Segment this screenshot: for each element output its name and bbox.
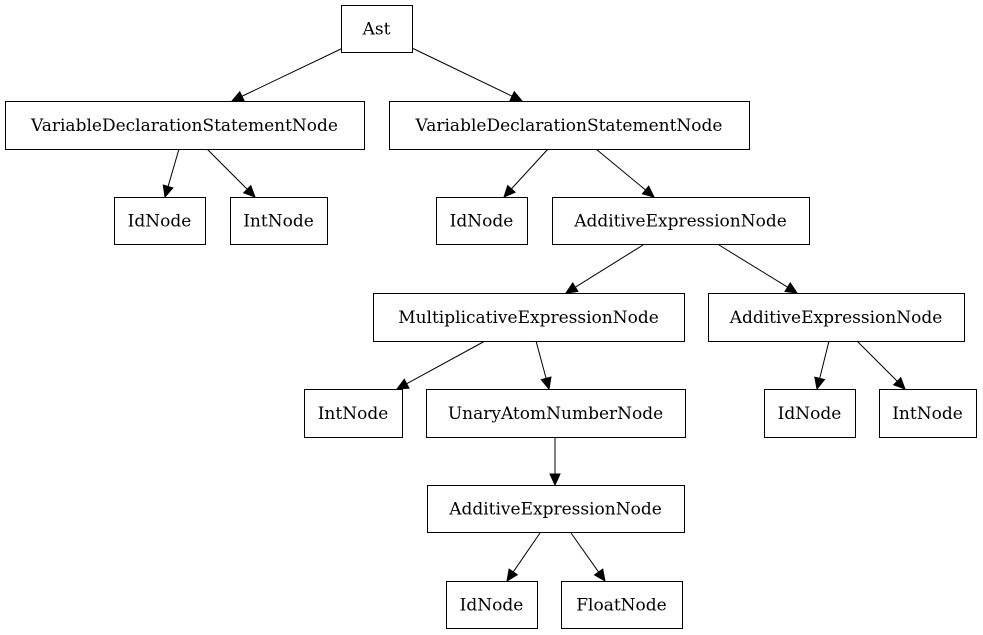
edge-line: [595, 148, 646, 191]
edge-line: [206, 148, 248, 190]
node-label: VariableDeclarationStatementNode: [30, 116, 338, 136]
node-box: [879, 389, 977, 438]
edge-line: [167, 148, 180, 187]
node-multiplicative-expression-node: MultiplicativeExpressionNode: [373, 293, 685, 342]
arrowhead-icon: [564, 282, 579, 294]
arrowhead-icon: [892, 376, 906, 390]
edge-line: [535, 340, 547, 379]
arrowhead-icon: [641, 185, 655, 198]
arrowhead-icon: [230, 90, 245, 102]
node-box: [552, 197, 810, 245]
edge-n2-n6: [595, 148, 655, 198]
arrowhead-icon: [395, 378, 410, 390]
node-int-node: IntNode: [879, 389, 977, 438]
arrowhead-icon: [509, 90, 524, 102]
node-ast: Ast: [341, 5, 413, 53]
arrowhead-icon: [814, 376, 826, 391]
edge-line: [570, 532, 600, 573]
node-label: MultiplicativeExpressionNode: [398, 308, 659, 328]
arrowhead-icon: [242, 184, 256, 198]
node-box: [708, 293, 965, 342]
node-box: [436, 197, 528, 245]
edge-n2-n5: [503, 148, 549, 198]
node-int-node: IntNode: [304, 389, 403, 438]
edge-line: [406, 340, 486, 385]
node-label: AdditiveExpressionNode: [729, 308, 943, 328]
edge-n7-n10: [535, 340, 552, 391]
node-box: [426, 389, 686, 438]
node-unary-atom-number-node: UnaryAtomNumberNode: [426, 389, 686, 438]
node-additive-expression-node: AdditiveExpressionNode: [708, 293, 965, 342]
node-label: AdditiveExpressionNode: [573, 212, 787, 232]
node-label: IntNode: [892, 404, 963, 424]
node-additive-expression-node: AdditiveExpressionNode: [427, 485, 685, 533]
edge-n0-n2: [411, 47, 524, 102]
node-label: FloatNode: [576, 596, 667, 616]
node-label: IntNode: [318, 404, 389, 424]
edge-n6-n7: [564, 244, 644, 294]
edge-line: [411, 47, 513, 97]
node-variable-declaration-statement-node: VariableDeclarationStatementNode: [5, 101, 365, 150]
node-box: [341, 5, 413, 53]
node-box: [5, 101, 365, 150]
node-label: VariableDeclarationStatementNode: [415, 116, 723, 136]
node-box: [114, 197, 206, 245]
node-label: IntNode: [243, 212, 314, 232]
edge-line: [512, 532, 541, 573]
node-box: [764, 389, 856, 438]
node-label: IdNode: [460, 596, 524, 616]
edge-line: [718, 244, 788, 288]
arrowhead-icon: [549, 473, 561, 487]
node-box: [304, 389, 403, 438]
edge-n1-n4: [206, 148, 256, 198]
node-box: [389, 101, 750, 150]
edges-layer: [162, 47, 906, 582]
edge-n7-n9: [395, 340, 486, 390]
node-box: [446, 581, 538, 629]
node-box: [373, 293, 685, 342]
arrowhead-icon: [784, 282, 799, 294]
node-box: [561, 581, 683, 629]
edge-n13-n14: [506, 532, 541, 582]
node-label: IdNode: [128, 212, 192, 232]
node-int-node: IntNode: [230, 197, 328, 245]
node-box: [427, 485, 685, 533]
node-id-node: IdNode: [446, 581, 538, 629]
node-label: Ast: [362, 20, 391, 40]
edge-line: [856, 340, 898, 382]
node-label: IdNode: [450, 212, 514, 232]
arrowhead-icon: [593, 568, 606, 582]
edge-n1-n3: [162, 148, 180, 199]
node-float-node: FloatNode: [561, 581, 683, 629]
node-variable-declaration-statement-node: VariableDeclarationStatementNode: [389, 101, 750, 150]
node-additive-expression-node: AdditiveExpressionNode: [552, 197, 810, 245]
edge-line: [511, 148, 549, 190]
node-label: IdNode: [778, 404, 842, 424]
edge-n6-n8: [718, 244, 799, 294]
arrowhead-icon: [540, 376, 552, 391]
node-box: [230, 197, 328, 245]
edge-line: [575, 244, 644, 288]
node-id-node: IdNode: [436, 197, 528, 245]
arrowhead-icon: [162, 184, 174, 199]
edge-n10-n13: [549, 437, 561, 487]
arrowhead-icon: [506, 568, 519, 582]
node-id-node: IdNode: [114, 197, 206, 245]
arrowhead-icon: [503, 184, 517, 198]
node-label: UnaryAtomNumberNode: [448, 404, 663, 424]
edge-n13-n15: [570, 532, 606, 582]
edge-n8-n11: [814, 340, 830, 391]
edge-n8-n12: [856, 340, 906, 390]
node-id-node: IdNode: [764, 389, 856, 438]
edge-n0-n1: [230, 47, 344, 102]
edge-line: [819, 340, 830, 379]
edge-line: [241, 47, 344, 97]
node-label: AdditiveExpressionNode: [448, 500, 662, 520]
